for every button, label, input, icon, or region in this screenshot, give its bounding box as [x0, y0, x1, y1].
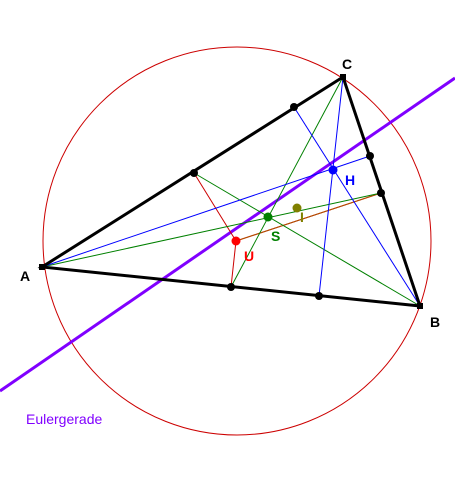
median-a: [41, 192, 382, 268]
circumcenter-point: [231, 236, 241, 246]
midpoint-ac: [190, 169, 198, 177]
construction-points: [190, 103, 385, 300]
altitude-c: [318, 76, 344, 297]
altitude-a: [41, 155, 371, 268]
vertices: [39, 74, 423, 309]
foot-altitude-b: [290, 103, 298, 111]
altitudes: [41, 76, 421, 307]
label-circumcenter: U: [244, 248, 254, 264]
circumcircle: [42, 46, 432, 436]
midpoint-bc: [377, 189, 385, 197]
label-euler-line: Eulergerade: [26, 411, 102, 427]
foot-altitude-c: [315, 292, 323, 300]
altitude-b: [293, 106, 421, 307]
medians: [41, 76, 421, 307]
label-vertex-c: C: [342, 56, 352, 72]
vertex-c: [340, 74, 346, 80]
label-centroid: S: [271, 228, 280, 244]
label-vertex-b: B: [430, 314, 440, 330]
label-vertex-a: A: [20, 268, 30, 284]
perpendicular-bisectors: [193, 172, 382, 288]
median-b: [193, 172, 421, 307]
vertex-b: [417, 303, 423, 309]
median-c: [230, 76, 344, 288]
angle-bisector: [235, 192, 382, 242]
label-orthocenter: H: [345, 172, 355, 188]
perp-bisector-ac: [193, 172, 237, 242]
centroid-point: [263, 212, 273, 222]
label-incenter: I: [300, 209, 304, 225]
triangle-abc: [37, 74, 423, 308]
perp-bisector-ab: [230, 240, 237, 288]
foot-altitude-a: [366, 152, 374, 160]
vertex-a: [39, 264, 45, 270]
orthocenter-point: [328, 165, 338, 175]
euler-line: [0, 76, 455, 393]
incenter-point: [292, 203, 302, 213]
midpoint-ab: [227, 283, 235, 291]
